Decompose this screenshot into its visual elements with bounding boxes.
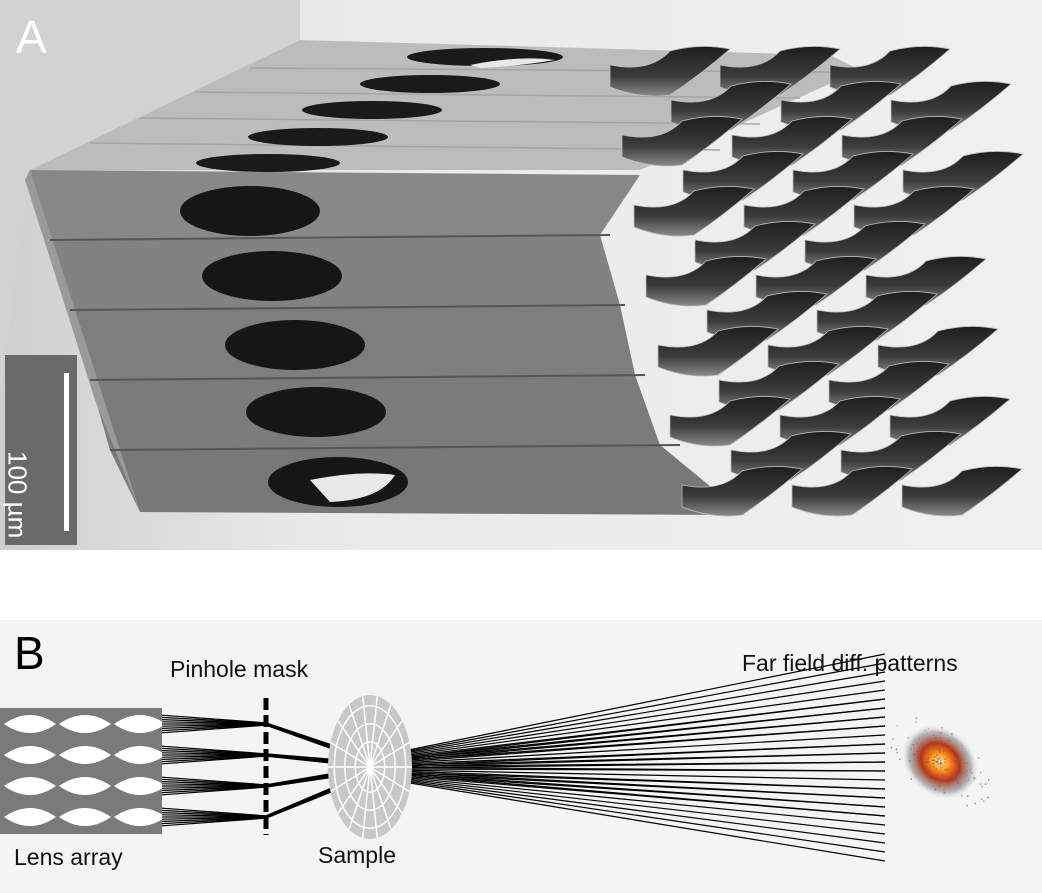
ray-bundles [161,653,886,862]
pinhole-mask-label: Pinhole mask [170,656,309,682]
schematic-panel: B Pinhole mask Far field diff. patterns … [0,620,1042,893]
sem-image-panel: A 100 µm [0,0,1042,550]
receding-apertures [196,48,563,172]
sample-object [328,695,412,839]
lens-cells [4,715,166,826]
scale-bar-line [64,373,69,531]
diffraction-pattern [890,717,990,807]
schematic-diagram [0,653,990,862]
far-field-label: Far field diff. patterns [742,650,958,676]
scale-bar-label: 100 µm [2,451,33,539]
scale-bar: 100 µm [2,355,77,545]
lens-array-label: Lens array [14,844,123,870]
concave-lens-surfaces [609,46,1024,517]
panel-a-letter: A [16,11,47,63]
sample-label: Sample [318,842,396,868]
front-plates [25,170,745,515]
lens-stack-illustration [0,0,1042,550]
panel-b-letter: B [14,627,45,679]
